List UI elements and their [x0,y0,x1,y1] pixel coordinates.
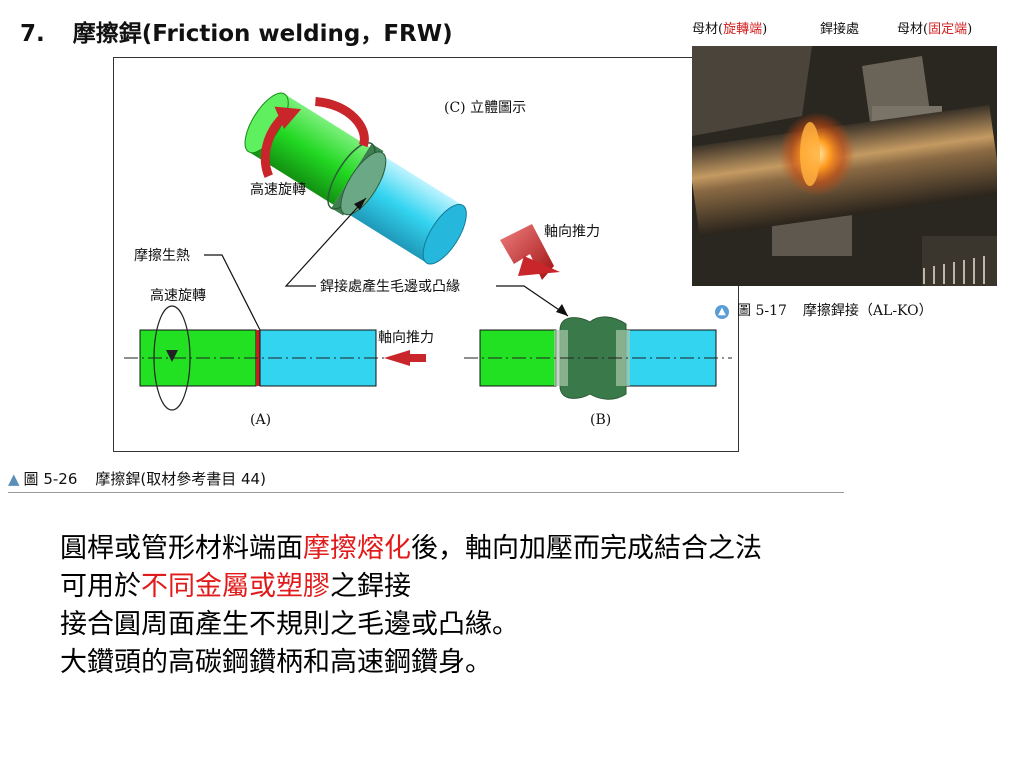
label-view-a: (A) [250,412,271,428]
leader-lines [204,197,569,331]
view-a [124,305,426,411]
iso-cyan-end [422,203,467,265]
photo-caption-number: 圖 5-17 [737,303,787,319]
iso-axial-arrow [500,224,560,280]
title-text: 摩擦銲(Friction welding，FRW) [72,21,453,47]
leader-arrowhead [556,304,568,316]
label-3d-view: (C) 立體圖示 [444,100,526,116]
title-number: 7. [20,21,45,47]
label-axial-thrust-a: 軸向推力 [378,330,434,346]
body-line-2: 可用於不同金屬或塑膠之銲接 [60,571,411,602]
photo-label-fixed: 母材(固定端) [897,22,973,37]
rotation-ring [153,305,191,411]
axial-arrow-a [384,350,410,366]
figure-caption-number: 圖 5-26 [23,470,78,488]
body-line-4: 大鑽頭的高碳鋼鑽柄和高速鋼鑽身。 [60,647,492,678]
iso-rotation-arrow [314,96,369,148]
arrow-up-circle-icon: ▲ [715,305,729,319]
friction-weld-photo [692,46,997,286]
label-high-speed-rotation-left: 高速旋轉 [150,287,206,304]
diagram-frame: (C) 立體圖示 高速旋轉 軸向推力 摩擦生熱 高速旋轉 銲接處產生毛邊或凸緣 … [113,57,739,452]
photo-header: 母材(旋轉端) 銲接處 母材(固定端) [692,18,1004,38]
photo-caption: ▲ 圖 5-17 摩擦銲接（AL-KO） [715,300,933,320]
label-friction-heat: 摩擦生熱 [134,247,190,264]
friction-welding-diagram: (C) 立體圖示 高速旋轉 軸向推力 摩擦生熱 高速旋轉 銲接處產生毛邊或凸緣 … [124,92,732,428]
label-axial-thrust-top: 軸向推力 [544,224,600,240]
body-line-3: 接合圓周面產生不規則之毛邊或凸緣。 [60,609,519,640]
body-line-1: 圓桿或管形材料端面摩擦熔化後，軸向加壓而完成結合之法 [60,533,762,564]
photo-caption-text: 摩擦銲接（AL-KO） [802,303,933,319]
figure-caption: ▲圖 5-26 摩擦銲(取材參考書目 44) [8,468,844,493]
triangle-icon: ▲ [8,470,20,488]
iso-view [244,92,560,280]
photo-label-rotating: 母材(旋轉端) [692,22,768,37]
photo-label-weld: 銲接處 [820,22,860,37]
leader-arrowhead [354,198,366,210]
label-view-b: (B) [590,412,611,428]
body-text: 圓桿或管形材料端面摩擦熔化後，軸向加壓而完成結合之法 可用於不同金屬或塑膠之銲接… [60,530,980,682]
figure-caption-text: 摩擦銲(取材參考書目 44) [95,470,266,488]
label-flash: 銲接處產生毛邊或凸緣 [320,278,460,295]
slide-title: 7. 摩擦銲(Friction welding，FRW) [20,14,453,48]
view-b [464,316,732,400]
label-high-speed-rotation-top: 高速旋轉 [250,181,306,198]
